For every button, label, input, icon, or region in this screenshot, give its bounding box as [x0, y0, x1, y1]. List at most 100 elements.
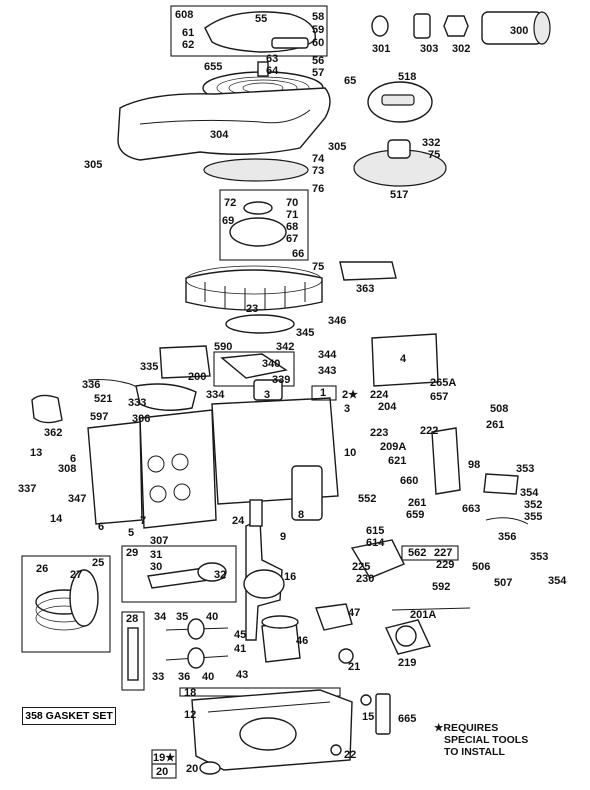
- label-41: 41: [234, 643, 246, 655]
- label-304: 304: [210, 129, 229, 141]
- label-15: 15: [362, 711, 374, 723]
- label-29: 29: [126, 547, 138, 559]
- control-bracket: [339, 261, 397, 281]
- special-tools-note: ★REQUIRES SPECIAL TOOLS TO INSTALL: [434, 722, 528, 758]
- label-508: 508: [490, 403, 508, 415]
- label-592: 592: [432, 581, 450, 593]
- label-261: 261: [408, 497, 426, 509]
- label-204: 204: [378, 401, 397, 413]
- label-230: 230: [356, 573, 374, 585]
- box-608: [170, 5, 328, 57]
- label-62: 62: [182, 39, 194, 51]
- label-3-top: 3: [264, 389, 270, 401]
- label-19: 19★: [153, 752, 175, 764]
- label-61: 61: [182, 27, 194, 39]
- label-66: 66: [292, 248, 304, 260]
- label-6-top: 6: [70, 453, 76, 465]
- label-597: 597: [90, 411, 108, 423]
- label-339: 339: [272, 374, 290, 386]
- label-20: 20: [186, 763, 198, 775]
- label-30: 30: [150, 561, 162, 573]
- label-34: 34: [154, 611, 167, 623]
- label-345: 345: [296, 327, 314, 339]
- fuel-fittings: [371, 11, 551, 45]
- label-10: 10: [344, 447, 356, 459]
- label-3: 3: [344, 403, 350, 415]
- label-342: 342: [276, 341, 294, 353]
- label-663: 663: [462, 503, 480, 515]
- box-66: [219, 189, 309, 261]
- label-73: 73: [312, 165, 324, 177]
- label-68: 68: [286, 221, 298, 233]
- label-8: 8: [298, 509, 304, 521]
- label-227: 227: [434, 547, 452, 559]
- label-346: 346: [328, 315, 346, 327]
- label-200: 200: [188, 371, 206, 383]
- label-60: 60: [312, 37, 324, 49]
- label-47: 47: [348, 607, 360, 619]
- label-7: 7: [140, 515, 146, 527]
- label-27: 27: [70, 569, 82, 581]
- label-335: 335: [140, 361, 158, 373]
- label-43: 43: [236, 669, 248, 681]
- label-40: 40: [202, 671, 214, 683]
- label-31: 31: [150, 549, 162, 561]
- label-55: 55: [255, 13, 267, 25]
- label-308: 308: [58, 463, 76, 475]
- label-72: 72: [224, 197, 236, 209]
- label-261-top: 261: [486, 419, 504, 431]
- label-303: 303: [420, 43, 438, 55]
- label-46: 46: [296, 635, 308, 647]
- label-362: 362: [44, 427, 62, 439]
- label-75-flywheel: 75: [312, 261, 324, 273]
- label-344: 344: [318, 349, 337, 361]
- label-76: 76: [312, 183, 324, 195]
- cylinder-head: [139, 409, 217, 529]
- label-24: 24: [232, 515, 245, 527]
- label-21: 21: [348, 661, 360, 673]
- label-305-left: 305: [84, 159, 102, 171]
- label-353-top: 353: [516, 463, 534, 475]
- label-201a: 201A: [410, 609, 436, 621]
- label-353: 353: [530, 551, 548, 563]
- label-356: 356: [498, 531, 516, 543]
- label-517: 517: [390, 189, 408, 201]
- label-614: 614: [366, 537, 385, 549]
- label-25: 25: [92, 557, 104, 569]
- label-265a: 265A: [430, 377, 456, 389]
- label-28: 28: [126, 613, 138, 625]
- label-229: 229: [436, 559, 454, 571]
- label-59: 59: [312, 24, 324, 36]
- label-659: 659: [406, 509, 424, 521]
- label-75-top: 75: [428, 149, 440, 161]
- label-337: 337: [18, 483, 36, 495]
- label-608: 608: [175, 9, 193, 21]
- note-line-2: SPECIAL TOOLS: [444, 734, 529, 746]
- label-63: 63: [266, 53, 278, 65]
- blower-housing: [117, 87, 331, 161]
- label-518: 518: [398, 71, 416, 83]
- label-660: 660: [400, 475, 418, 487]
- gasket-set-label: 358 GASKET SET: [22, 707, 116, 725]
- label-354-top: 354: [520, 487, 539, 499]
- label-340: 340: [262, 358, 280, 370]
- label-336: 336: [82, 379, 100, 391]
- label-347: 347: [68, 493, 86, 505]
- label-16: 16: [284, 571, 296, 583]
- label-506: 506: [472, 561, 490, 573]
- label-69: 69: [222, 215, 234, 227]
- label-6: 6: [98, 521, 104, 533]
- label-67: 67: [286, 233, 298, 245]
- label-40-top: 40: [206, 611, 218, 623]
- label-334: 334: [206, 389, 225, 401]
- governor-control: [431, 427, 461, 495]
- label-302: 302: [452, 43, 470, 55]
- label-562: 562: [408, 547, 426, 559]
- label-305-right: 305: [328, 141, 346, 153]
- label-65: 65: [344, 75, 356, 87]
- label-35: 35: [176, 611, 188, 623]
- label-621: 621: [388, 455, 406, 467]
- label-58: 58: [312, 11, 324, 23]
